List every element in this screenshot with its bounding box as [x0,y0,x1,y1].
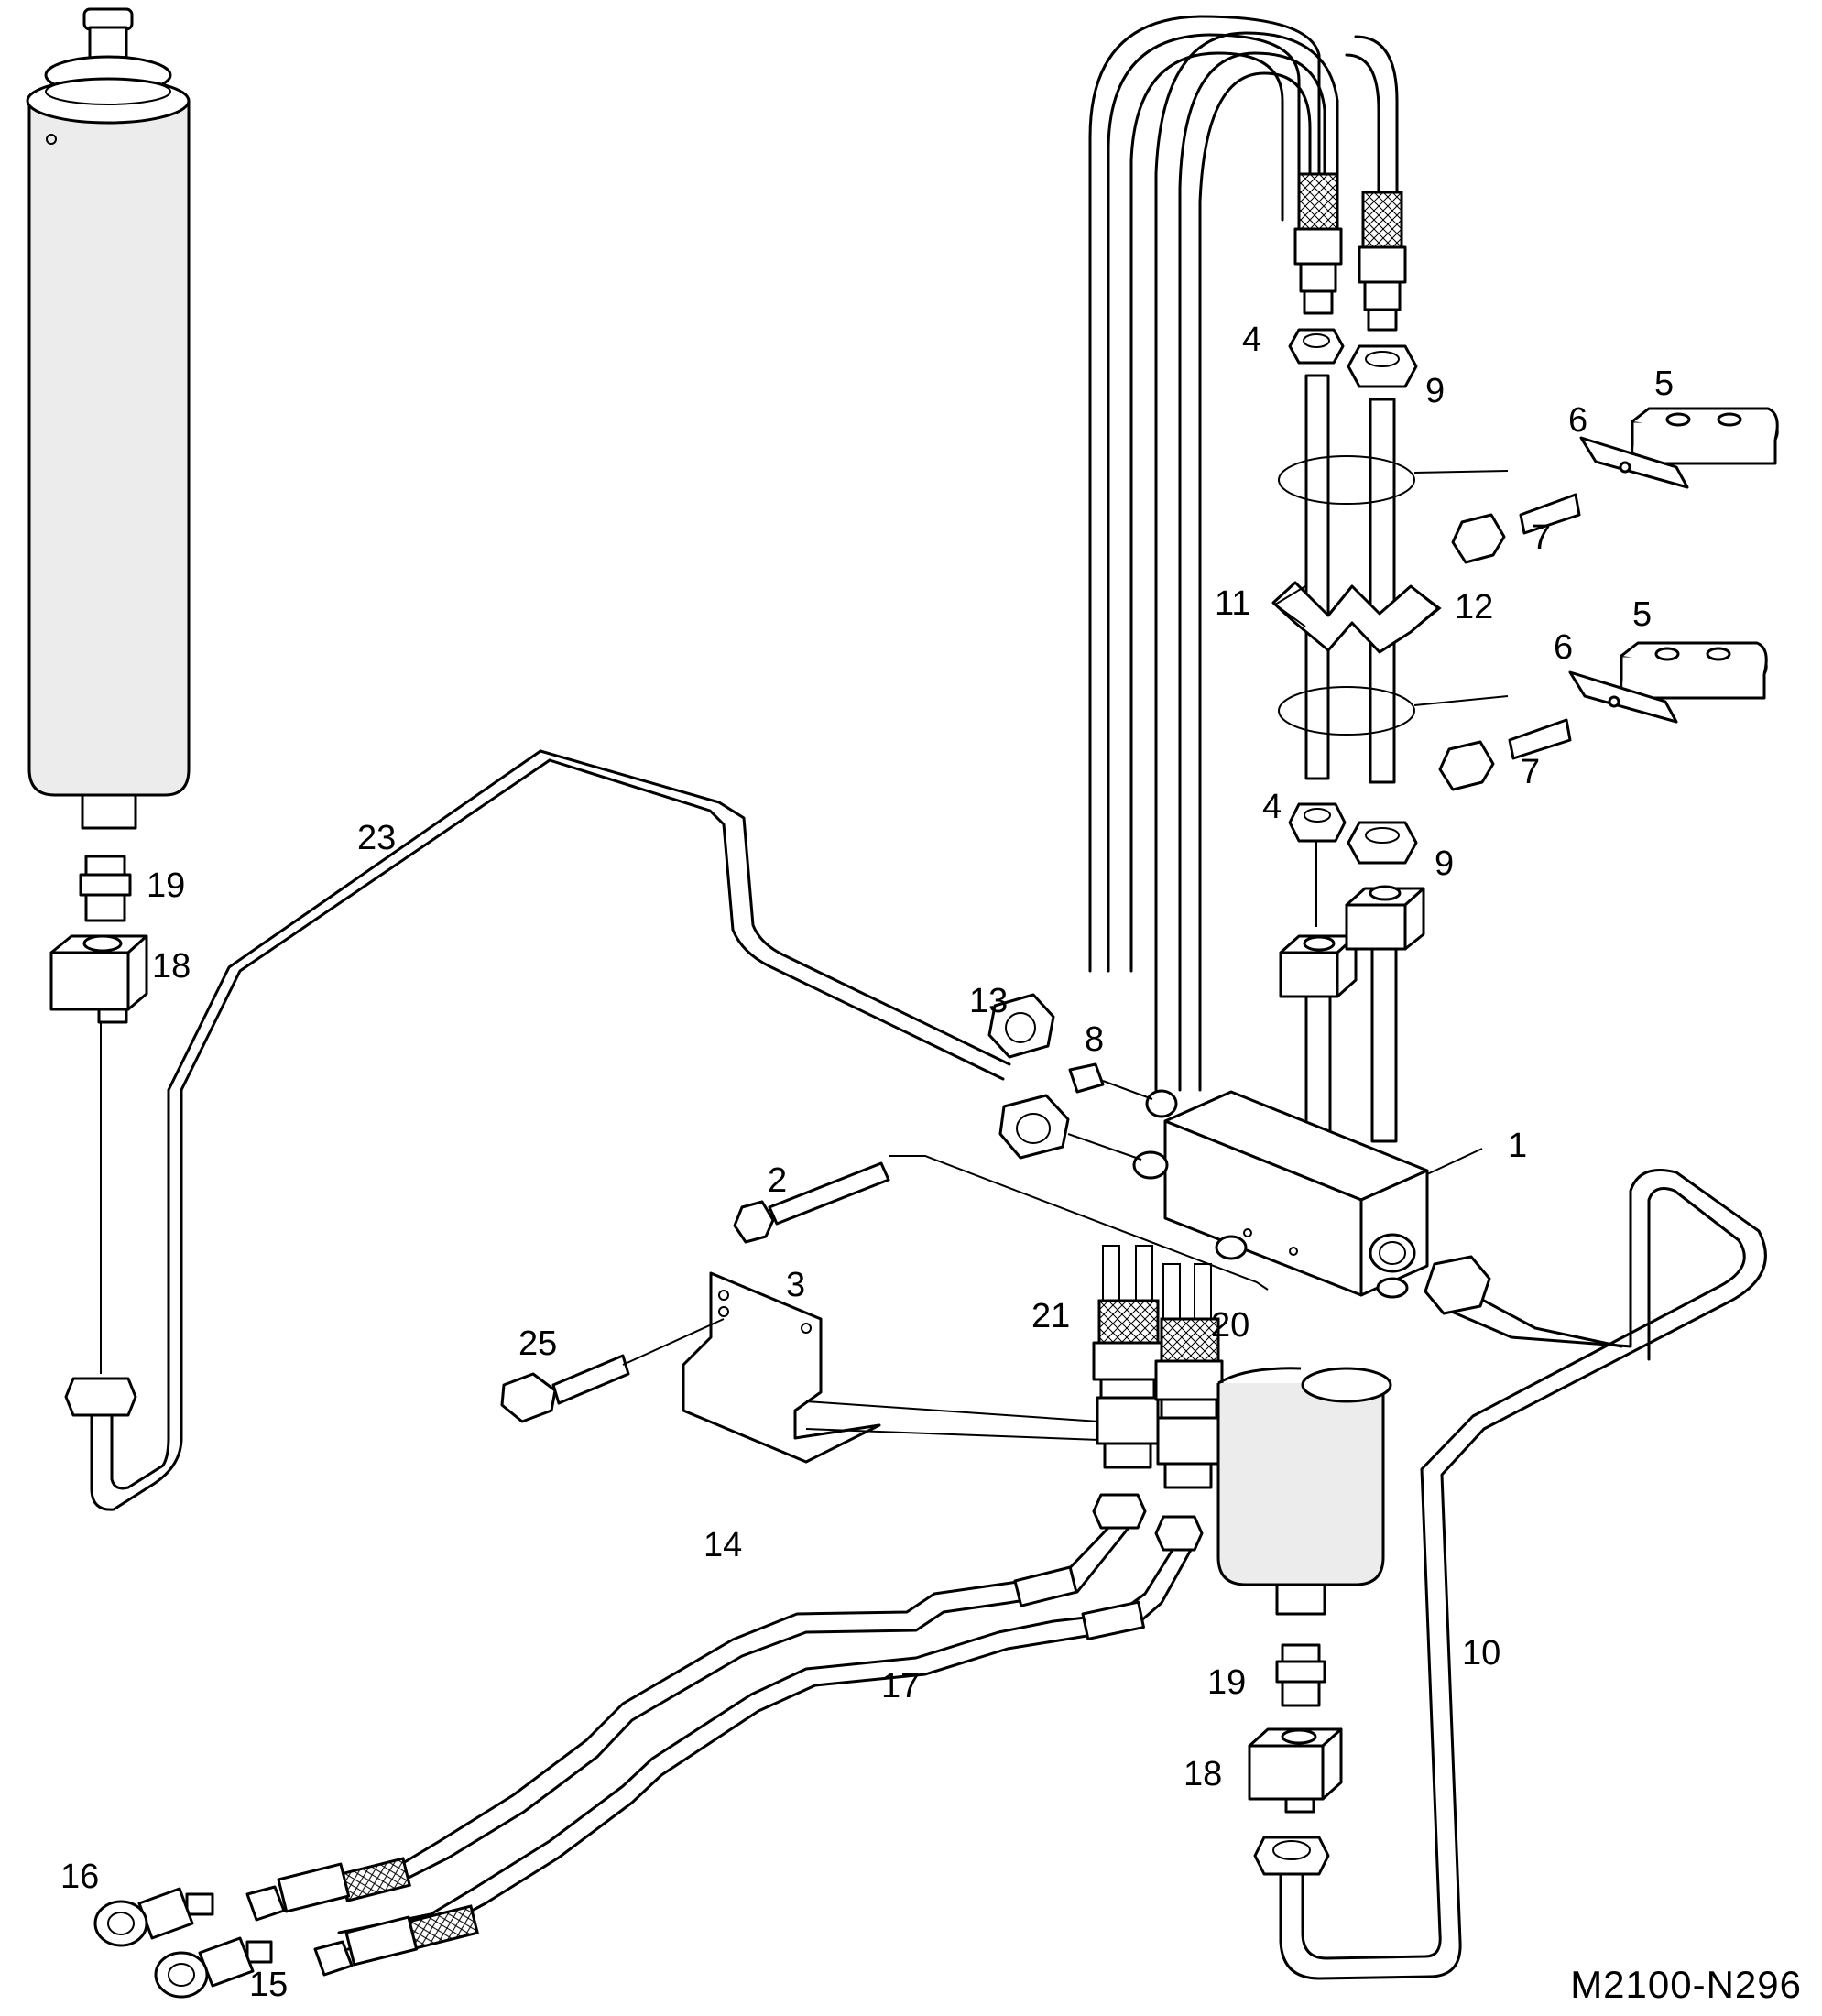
clamp-lower [1438,641,1768,791]
callout-25: 25 [518,1324,558,1363]
callout-9a: 9 [1425,372,1446,410]
bolt-2 [733,1161,890,1244]
callout-5b: 5 [1632,595,1653,634]
callout-6a: 6 [1568,401,1588,440]
valve-block-1 [1132,1089,1429,1299]
block-fitting-18-right [1248,1727,1343,1814]
callout-18b: 18 [1184,1755,1223,1793]
callout-19a: 19 [147,866,186,905]
callout-1: 1 [1508,1127,1528,1165]
hose-20 [1154,1263,1224,1489]
callout-13: 13 [969,982,1009,1020]
screw-25 [500,1354,630,1423]
callout-11: 11 [1215,584,1251,623]
callout-16: 16 [60,1858,100,1896]
nipple-19-right [1275,1643,1326,1707]
callout-12: 12 [1455,588,1494,627]
hose-21 [1092,1245,1163,1469]
accumulator-cylinder-top [26,7,191,830]
callout-8: 8 [1085,1020,1105,1059]
elbow-fitting-left [1279,934,1358,1147]
callout-10: 10 [1462,1634,1501,1673]
callout-4a: 4 [1242,321,1262,359]
callout-20: 20 [1211,1306,1250,1345]
hose-end-upper-right [1358,191,1407,332]
callout-19b: 19 [1207,1663,1247,1702]
callout-21: 21 [1031,1297,1071,1335]
callout-3: 3 [786,1266,806,1304]
callout-23: 23 [357,819,397,857]
callout-7b: 7 [1521,753,1541,791]
accumulator-cylinder-bottom [1216,1367,1392,1616]
drawing-code: M2100-N296 [1570,1963,1802,2006]
callout-17: 17 [881,1667,921,1705]
callout-9b: 9 [1435,845,1455,883]
nipple-19-left [79,855,132,922]
quick-coupling-15 [154,1936,273,1999]
block-fitting-18-left [49,934,148,1024]
callout-4b: 4 [1262,788,1282,826]
callout-5a: 5 [1654,365,1675,403]
hose-end-upper-left [1293,172,1343,315]
elbow-fitting-right [1345,885,1425,1143]
callout-7a: 7 [1532,518,1552,557]
callout-14: 14 [704,1526,743,1564]
callout-6b: 6 [1554,628,1574,667]
clamp-upper [1451,407,1779,564]
callout-15: 15 [249,1966,289,2004]
quick-coupling-16 [93,1887,214,1947]
callout-2: 2 [768,1161,788,1200]
bracket-3 [682,1271,881,1464]
callout-18a: 18 [152,947,191,986]
